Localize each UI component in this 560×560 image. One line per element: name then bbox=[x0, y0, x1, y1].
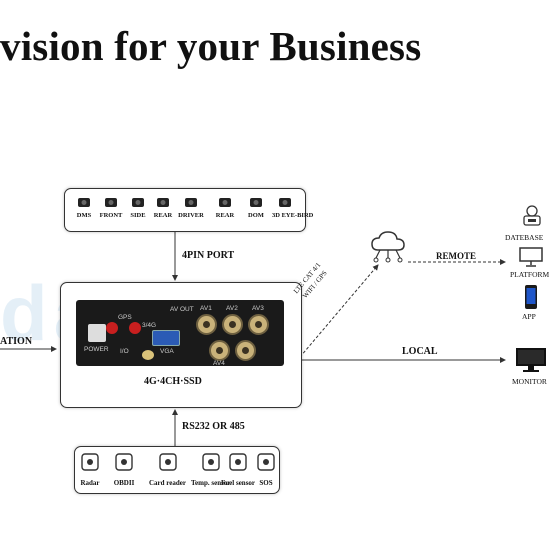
fourg-label: 3/4G bbox=[142, 322, 157, 329]
card-reader-icon bbox=[149, 453, 186, 478]
sensor-6: SOS bbox=[255, 453, 277, 487]
side-camera-icon bbox=[130, 195, 146, 209]
av5-connector bbox=[235, 340, 256, 361]
rear-camera-icon bbox=[155, 195, 171, 209]
sensor-2: OBDII bbox=[113, 453, 135, 487]
sensor-1: Radar bbox=[79, 453, 101, 487]
fuel-sensor-icon bbox=[221, 453, 255, 478]
sensor-label: SOS bbox=[259, 479, 273, 487]
device-caption: 4G·4CH·SSD bbox=[144, 376, 202, 387]
local-label: LOCAL bbox=[402, 346, 438, 357]
camera-7: DOM bbox=[243, 195, 269, 219]
rear-camera-2-icon bbox=[217, 195, 233, 209]
camera-3: SIDE bbox=[125, 195, 151, 219]
camera-1: DMS bbox=[71, 195, 97, 219]
wireless-line bbox=[299, 264, 379, 358]
vga-port bbox=[152, 330, 180, 346]
camera-6: REAR bbox=[212, 195, 238, 219]
sensor-5: Fuel sensor bbox=[221, 453, 255, 487]
database-icon bbox=[523, 205, 541, 226]
camera-box: DMS FRONT SIDE REAR DRIVER REAR DOM 3D EYE-BIRD bbox=[64, 188, 314, 232]
av-out-label: AV OUT bbox=[170, 306, 194, 313]
camera-label: REAR bbox=[153, 212, 173, 219]
driver-camera-icon bbox=[183, 195, 199, 209]
io-label: I/O bbox=[120, 348, 129, 355]
temperature-sensor-icon bbox=[191, 453, 230, 478]
sd-slot bbox=[142, 350, 154, 360]
av3-connector bbox=[248, 314, 269, 335]
app-label: APP bbox=[522, 312, 536, 321]
camera-5: DRIVER bbox=[178, 195, 204, 219]
dms-camera-icon bbox=[76, 195, 92, 209]
av3-label: AV3 bbox=[252, 305, 264, 312]
camera-label: DRIVER bbox=[178, 212, 204, 219]
4g-antenna bbox=[129, 322, 141, 334]
cloud-icon bbox=[371, 231, 405, 263]
left-label: ATION bbox=[0, 336, 33, 347]
obd-icon bbox=[113, 453, 135, 478]
camera-label: FRONT bbox=[99, 212, 123, 219]
platform-label: PLATFORM bbox=[510, 270, 550, 279]
av2-connector bbox=[222, 314, 243, 335]
sensor-label: Radar bbox=[80, 479, 100, 487]
av1-label: AV1 bbox=[200, 305, 212, 312]
camera-label: 3D EYE-BIRD bbox=[272, 212, 314, 219]
eye-bird-camera-icon bbox=[277, 195, 293, 209]
av4-connector bbox=[209, 340, 230, 361]
dome-camera-icon bbox=[248, 195, 264, 209]
camera-label: DMS bbox=[76, 212, 92, 219]
camera-2: FRONT bbox=[98, 195, 124, 219]
av4-label: AV4 bbox=[213, 360, 225, 367]
camera-label: SIDE bbox=[130, 212, 146, 219]
camera-4: REAR bbox=[150, 195, 176, 219]
remote-label: REMOTE bbox=[436, 251, 477, 261]
power-label: POWER bbox=[84, 346, 109, 353]
power-connector bbox=[88, 324, 106, 342]
gps-label: GPS bbox=[118, 314, 132, 321]
sos-button-icon bbox=[255, 453, 277, 478]
camera-label: DOM bbox=[248, 212, 264, 219]
sensor-label: Temp. sensor bbox=[191, 479, 231, 487]
gps-antenna bbox=[106, 322, 118, 334]
rs-label: RS232 OR 485 bbox=[182, 421, 245, 432]
sensor-label: Fuel sensor bbox=[221, 479, 256, 487]
camera-label: REAR bbox=[215, 212, 235, 219]
datebase-label: DATEBASE bbox=[505, 233, 544, 242]
monitor-icon bbox=[516, 348, 546, 372]
port-label: 4PIN PORT bbox=[182, 250, 235, 261]
monitor-label: MONITOR bbox=[512, 377, 547, 386]
headline: vision for your Business bbox=[0, 23, 422, 69]
platform-icon bbox=[519, 247, 543, 267]
camera-8: 3D EYE-BIRD bbox=[272, 195, 314, 219]
radar-icon bbox=[79, 453, 101, 478]
av1-connector bbox=[196, 314, 217, 335]
av2-label: AV2 bbox=[226, 305, 238, 312]
dvr-device: POWER GPS 3/4G I/O VGA AV OUT AV1 AV2 AV… bbox=[76, 300, 284, 367]
sensor-label: Card reader bbox=[149, 479, 186, 487]
vga-label: VGA bbox=[160, 348, 174, 355]
sensor-3: Card reader bbox=[149, 453, 186, 487]
sensor-4: Temp. sensor bbox=[191, 453, 230, 487]
app-phone-icon bbox=[525, 285, 537, 309]
sensor-label: OBDII bbox=[113, 479, 135, 487]
front-camera-icon bbox=[103, 195, 119, 209]
